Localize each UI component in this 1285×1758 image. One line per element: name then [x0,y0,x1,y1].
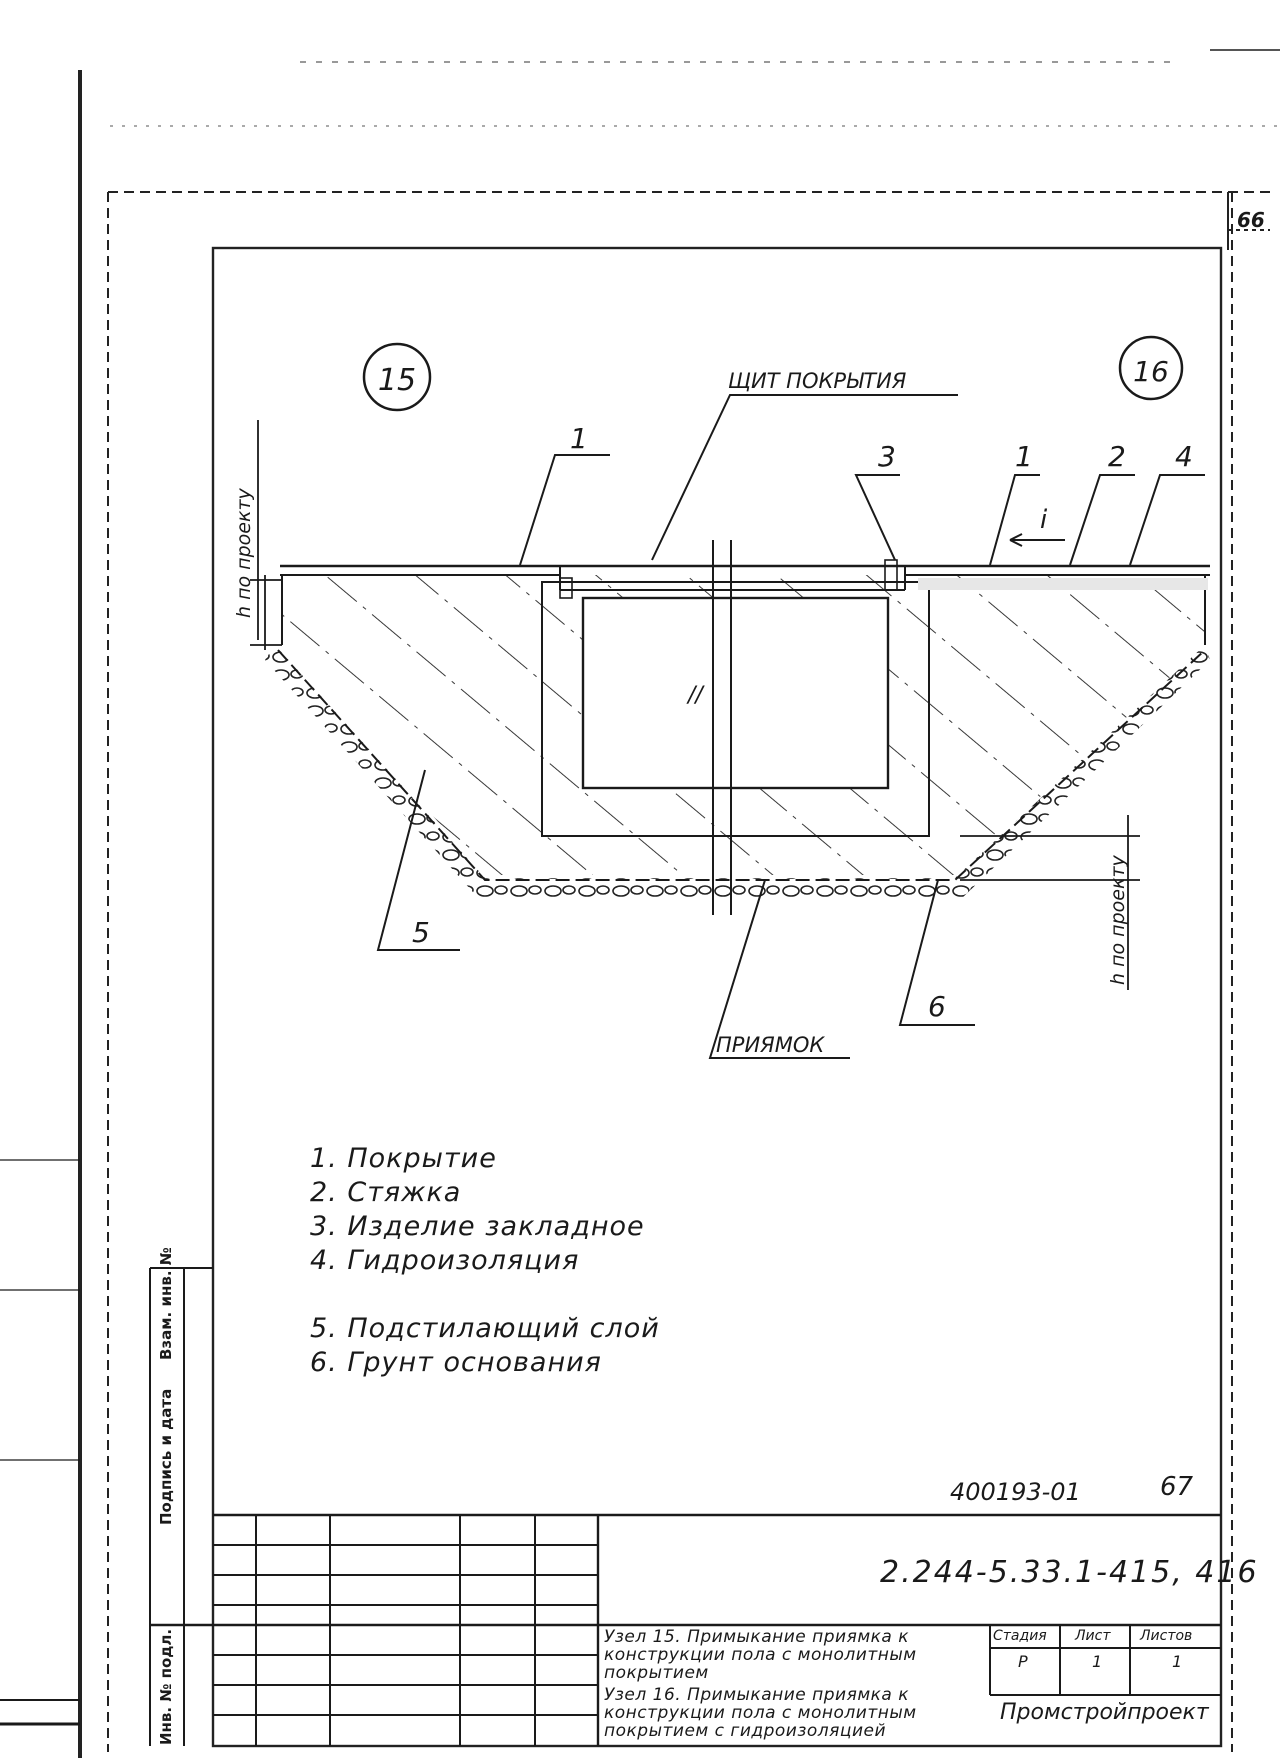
side-stamp-sign: Подпись и дата [157,1388,175,1525]
legend-item: 1. Покрытие [310,1143,497,1174]
gravel-bedding [265,645,1210,900]
dimension-left [250,420,282,650]
legend-item: 2. Стяжка [310,1177,462,1208]
archive-code: 400193-01 [950,1478,1081,1506]
side-stamp-inv: Инв. № подл. [157,1628,175,1745]
pit-opening: // [541,540,930,915]
callout-6: 6 [928,990,946,1023]
doc-code: 2.244-5.33.1-415, 416 [880,1555,1259,1590]
callout-shield-cover: ЩИТ ПОКРЫТИЯ [728,369,907,393]
node-16-title: Узел 16. Примыкание приямка к конструкци… [604,1685,917,1741]
stage-value: Р [1018,1652,1028,1671]
callout-5: 5 [412,916,430,949]
col-stage: Стадия [993,1628,1047,1644]
legend-item: 5. Подстилающий слой [310,1313,660,1344]
per-project-left: h по проекту [233,487,255,618]
slope-mark: i [1040,505,1048,535]
legend-item: 3. Изделие закладное [310,1211,645,1242]
sheet-value: 1 [1092,1652,1103,1671]
col-sheets: Листов [1140,1628,1193,1644]
svg-text:16: 16 [1133,355,1169,388]
per-project-right: h по проекту [1107,854,1129,985]
floor-surface [280,559,1210,599]
col-sheet: Лист [1075,1628,1111,1644]
leaders [376,394,1205,1059]
sheets-value: 1 [1172,1652,1183,1671]
callout-pit: ПРИЯМОК [716,1033,825,1057]
callout-4: 4 [1175,440,1193,473]
title-block [149,1267,1221,1746]
callout-2: 2 [1108,440,1126,473]
node-15-title: Узел 15. Примыкание приямка к конструкци… [604,1627,917,1683]
archive-sheet: 67 [1160,1472,1194,1502]
svg-text://: // [686,683,705,708]
side-stamp-replace: Взам. инв. № [157,1247,175,1360]
dimension-right [960,815,1140,990]
node-circle-16: 16 [1118,335,1184,401]
svg-text:15: 15 [378,363,416,398]
legend-item: 6. Грунт основания [310,1347,602,1378]
sheet-number: 66 [1237,208,1265,232]
callout-3: 3 [878,440,896,473]
callout-1-left: 1 [570,422,588,455]
margin-marks [0,1159,80,1726]
organization: Промстройпроект [1000,1700,1209,1725]
node-circle-15: 15 [362,342,432,412]
sheet-frame [78,49,1280,1758]
callout-1-right: 1 [1015,440,1033,473]
legend-item: 4. Гидроизоляция [310,1245,580,1276]
legend: 1. Покрытие 2. Стяжка 3. Изделие закладн… [310,1142,660,1380]
